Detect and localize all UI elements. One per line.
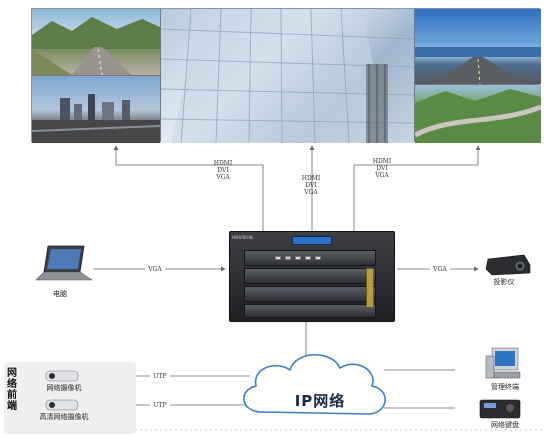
- highway-hills-image: [415, 89, 541, 143]
- wall-panel-city: [32, 76, 160, 143]
- port: [315, 256, 321, 260]
- ip-network-label: IP网络: [294, 392, 346, 410]
- device-display: [292, 236, 332, 245]
- port: [305, 256, 311, 260]
- front-end-title: 网络前端: [7, 368, 17, 412]
- port: [295, 256, 301, 260]
- label-hdmi-left: HDMI DVI VGA: [213, 160, 233, 181]
- mountain-road-image: [32, 17, 160, 75]
- wall-panel-sea-road: [415, 9, 541, 84]
- video-wall-controller: HIKVISION: [229, 231, 395, 322]
- label-utp-top: UTP: [150, 373, 170, 380]
- wall-panel-glass-tower: [161, 9, 414, 143]
- label-utp-bottom: UTP: [150, 402, 170, 409]
- front-end-group: [4, 362, 136, 434]
- label-hdmi-right: HDMI DVI VGA: [372, 158, 392, 179]
- device-slot-3: [244, 286, 376, 302]
- sea-road-image: [415, 47, 541, 84]
- glass-tower-image: [161, 9, 414, 143]
- ip-network-cloud: [243, 354, 386, 415]
- device-handle: [366, 268, 374, 308]
- label-vga-right: VGA: [430, 266, 450, 273]
- device-slot-2: [244, 268, 376, 284]
- label-hd-network-camera: 高清网络摄像机: [39, 413, 89, 421]
- device-slot-4: [244, 304, 376, 318]
- device-slot-1: [244, 250, 376, 266]
- city-image: [32, 94, 160, 143]
- device-brand: HIKVISION: [232, 235, 253, 240]
- label-management-terminal: 管理终端: [491, 383, 519, 391]
- video-wall: [31, 8, 541, 143]
- label-network-camera: 网络摄像机: [46, 384, 82, 392]
- label-computer: 电脑: [53, 290, 67, 298]
- label-hdmi-center: HDMI DVI VGA: [301, 175, 321, 196]
- label-vga-left: VGA: [145, 266, 165, 273]
- port: [285, 256, 291, 260]
- label-projector: 投影仪: [493, 278, 515, 286]
- wall-panel-highway-hills: [415, 85, 541, 143]
- wall-panel-mountain-road: [32, 9, 160, 75]
- port: [275, 256, 281, 260]
- label-network-keyboard: 网络键盘: [491, 421, 519, 429]
